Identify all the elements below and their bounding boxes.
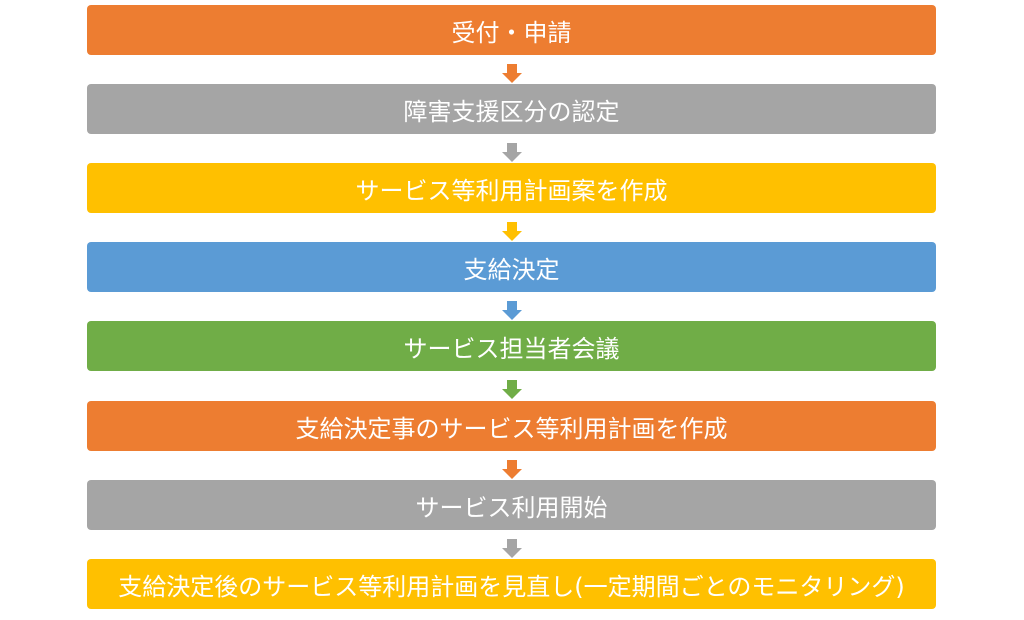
flow-step: 支給決定後のサービス等利用計画を見直し(一定期間ごとのモニタリング): [87, 559, 936, 609]
flow-step: 支給決定: [87, 242, 936, 292]
flow-step-label: 支給決定後のサービス等利用計画を見直し(一定期間ごとのモニタリング): [118, 572, 905, 601]
flow-step: サービス等利用計画案を作成: [87, 163, 936, 213]
down-arrow-icon: [502, 301, 522, 320]
flow-step-label: 支給決定: [463, 255, 560, 284]
flow-step-label: サービス等利用計画案を作成: [355, 176, 668, 205]
flow-step: サービス担当者会議: [87, 321, 936, 371]
flow-step: 支給決定事のサービス等利用計画を作成: [87, 401, 936, 451]
flow-step-label: 支給決定事のサービス等利用計画を作成: [295, 414, 728, 443]
flow-step: 障害支援区分の認定: [87, 84, 936, 134]
down-arrow-icon: [502, 64, 522, 83]
flow-step: サービス利用開始: [87, 480, 936, 530]
down-arrow-icon: [502, 143, 522, 162]
flow-step: 受付・申請: [87, 5, 936, 55]
flow-step-label: サービス担当者会議: [403, 334, 620, 363]
flow-step-label: 受付・申請: [451, 18, 572, 47]
down-arrow-icon: [502, 380, 522, 399]
down-arrow-icon: [502, 539, 522, 558]
down-arrow-icon: [502, 222, 522, 241]
flow-step-label: 障害支援区分の認定: [403, 97, 620, 126]
flow-step-label: サービス利用開始: [415, 493, 608, 522]
down-arrow-icon: [502, 460, 522, 479]
